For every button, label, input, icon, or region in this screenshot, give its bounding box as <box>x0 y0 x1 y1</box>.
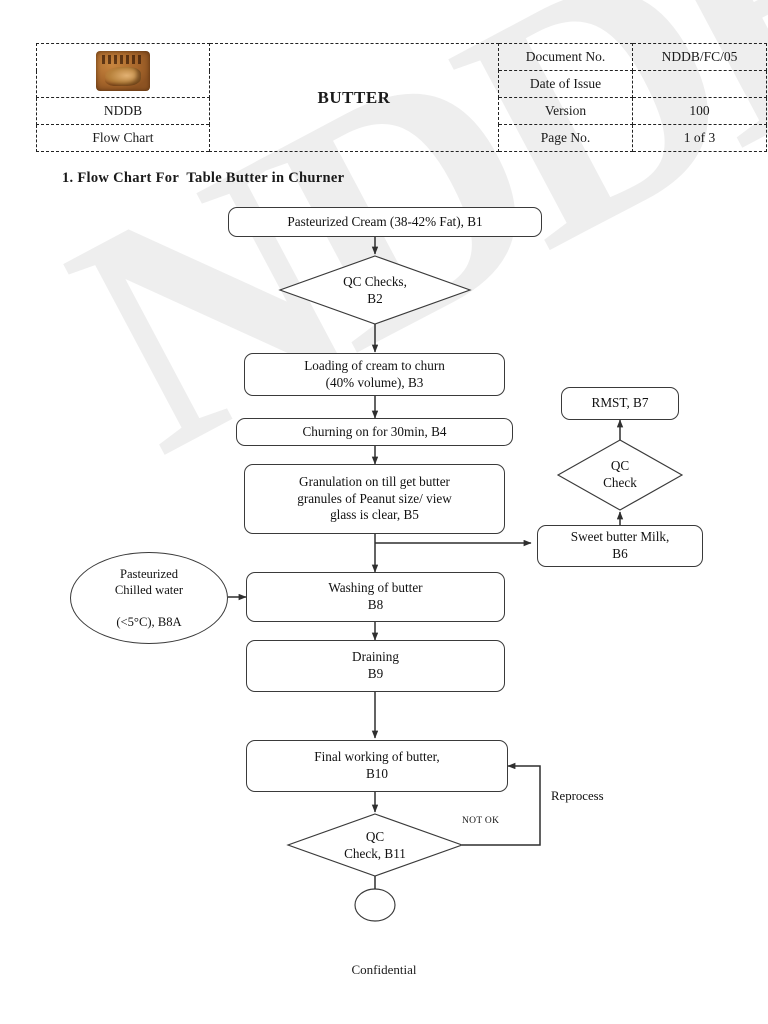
node-b6[interactable]: Sweet butter Milk, B6 <box>537 525 703 567</box>
node-b3[interactable]: Loading of cream to churn (40% volume), … <box>244 353 505 396</box>
field-label-version: Version <box>498 97 633 125</box>
node-b6-label: Sweet butter Milk, B6 <box>570 529 670 561</box>
field-value-version: 100 <box>632 97 767 125</box>
node-qc-check-right-label: QC Check <box>603 458 637 490</box>
field-label-document-no: Document No. <box>498 43 633 71</box>
diamond-qc-check-right <box>556 439 684 511</box>
page-title: BUTTER <box>209 43 499 152</box>
node-b8-label: Washing of butter B8 <box>328 580 423 612</box>
annotation-reprocess: Reprocess <box>551 789 604 803</box>
terminator-circle <box>354 888 396 922</box>
node-b11-label: QC Check, B11 <box>344 829 406 861</box>
field-value-page-no: 1 of 3 <box>632 124 767 152</box>
org-name: NDDB <box>36 97 210 125</box>
node-b1-label: Pasteurized Cream (38-42% Fat), B1 <box>287 213 483 229</box>
doc-type: Flow Chart <box>36 124 210 152</box>
node-b3-label: Loading of cream to churn (40% volume), … <box>304 357 445 390</box>
node-b9[interactable]: Draining B9 <box>246 640 505 692</box>
node-b4-label: Churning on for 30min, B4 <box>302 423 447 439</box>
node-b8[interactable]: Washing of butter B8 <box>246 572 505 622</box>
node-b9-label: Draining B9 <box>352 649 399 681</box>
field-value-date-of-issue <box>632 70 767 98</box>
field-label-date-of-issue: Date of Issue <box>498 70 633 98</box>
node-b1[interactable]: Pasteurized Cream (38-42% Fat), B1 <box>228 207 542 237</box>
node-b7-label: RMST, B7 <box>591 395 649 411</box>
node-qc-check-right[interactable]: QC Check <box>578 456 662 494</box>
node-b7[interactable]: RMST, B7 <box>561 387 679 420</box>
section-heading: 1. Flow Chart For Table Butter in Churne… <box>62 170 345 186</box>
node-b2[interactable]: QC Checks, B2 <box>310 272 440 310</box>
table-row: Flow Chart Page No. 1 of 3 <box>36 124 767 152</box>
logo-cell <box>36 43 210 98</box>
node-b8a[interactable]: Pasteurized Chilled water (<5°C), B8A <box>70 552 228 644</box>
table-row: BUTTER Document No. NDDB/FC/05 <box>36 43 767 152</box>
node-b11[interactable]: QC Check, B11 <box>315 828 435 864</box>
node-b10-label: Final working of butter, B10 <box>314 749 440 781</box>
node-b8a-label: Pasteurized Chilled water (<5°C), B8A <box>114 566 184 630</box>
nddb-seal-logo-icon <box>96 50 150 91</box>
page-footer: Confidential <box>351 962 417 977</box>
node-b2-label: QC Checks, B2 <box>343 274 407 306</box>
table-row: Date of Issue <box>37 70 767 98</box>
document-header-table: BUTTER Document No. NDDB/FC/05 Date of I… <box>36 43 767 152</box>
field-value-document-no: NDDB/FC/05 <box>632 43 767 71</box>
edge-label-not-ok: NOT OK <box>462 816 500 826</box>
field-label-page-no: Page No. <box>498 124 633 152</box>
node-b4[interactable]: Churning on for 30min, B4 <box>236 418 513 446</box>
node-b5-label: Granulation on till get butter granules … <box>297 473 452 523</box>
node-b10[interactable]: Final working of butter, B10 <box>246 740 508 792</box>
node-b5[interactable]: Granulation on till get butter granules … <box>244 464 505 534</box>
edge-b11-reprocess-b10 <box>462 762 541 846</box>
